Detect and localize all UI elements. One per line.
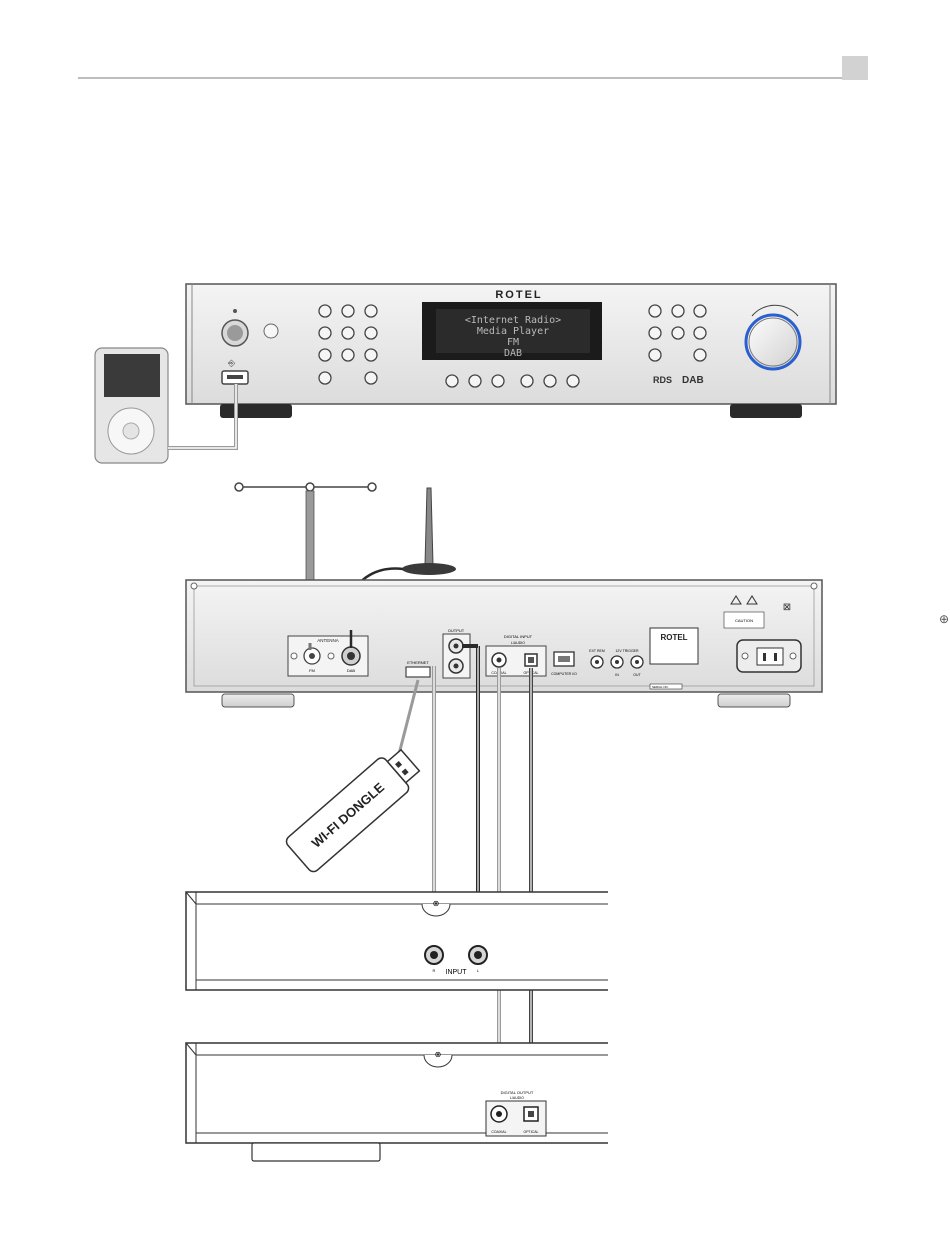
- caution-label: CAUTION: [735, 618, 753, 623]
- weee-bin-icon: ⊠: [783, 602, 791, 613]
- dac-digital-output-label: DIGITAL OUTPUT: [501, 1090, 534, 1095]
- amp-badge-icon: ⊗: [433, 899, 440, 908]
- digital-input-label: DIGITAL INPUT: [504, 634, 533, 639]
- volume-knob[interactable]: [746, 315, 800, 369]
- remote-sensor: [264, 324, 278, 338]
- dac-foot: [252, 1143, 380, 1161]
- page-tab: [842, 56, 868, 80]
- ipod-screen: [104, 354, 160, 397]
- rear-brand: ROTEL: [660, 633, 687, 642]
- dac-optical-label: OPTICAL: [524, 1130, 539, 1134]
- margin-registration-icon: ⊕: [939, 612, 949, 626]
- serial-label: SERIAL NO.: [652, 685, 669, 689]
- usb-icon: ⎆: [228, 358, 236, 368]
- dac-badge-icon: ⊗: [435, 1050, 442, 1059]
- front-foot-left: [220, 404, 292, 418]
- digital-input-sub: L/AUDIO: [511, 641, 525, 645]
- digital-receiver-rear: ⊗ DIGITAL OUTPUT L/AUDIO COAXIAL OPTICAL: [186, 1043, 608, 1161]
- trigger-out-label: OUT: [633, 673, 641, 677]
- amplifier-rear: ⊗ R L INPUT: [186, 892, 608, 990]
- output-label: OUTPUT: [448, 628, 465, 633]
- rds-logo: RDS: [653, 375, 672, 385]
- rear-panel: ANTENNA FM DAB ETHERNET OUTPUT DIGITAL I…: [186, 580, 822, 707]
- antenna-fm-label: FM: [309, 668, 315, 673]
- antenna-dab-label: DAB: [347, 668, 356, 673]
- standby-led: [233, 309, 237, 313]
- front-foot-right: [730, 404, 802, 418]
- trigger-in-label: IN: [615, 673, 619, 677]
- ethernet-port[interactable]: [406, 667, 430, 677]
- antenna-label: ANTENNA: [317, 638, 339, 643]
- amp-r-label: R: [433, 968, 436, 973]
- computer-label: COMPUTER I/O: [551, 672, 577, 676]
- dac-coaxial-label: COAXIAL: [491, 1130, 506, 1134]
- ethernet-label: ETHERNET: [407, 660, 429, 665]
- display-line-2: Media Player: [477, 326, 549, 337]
- wifi-dongle: WI-FI DONGLE: [284, 744, 425, 874]
- front-brand: ROTEL: [495, 289, 542, 301]
- dab-logo: DAB: [682, 375, 704, 386]
- amp-input-label: INPUT: [446, 969, 468, 976]
- trigger-label: 12V TRIGGER: [615, 649, 639, 653]
- ext-rem-label: EXT REM: [589, 649, 605, 653]
- ipod-device: [95, 348, 168, 463]
- display-line-4: DAB: [504, 348, 522, 359]
- rear-foot-left: [222, 694, 294, 707]
- dac-digital-output-sub: L/AUDIO: [510, 1096, 524, 1100]
- rear-foot-right: [718, 694, 790, 707]
- display-line-1: <Internet Radio>: [465, 315, 561, 326]
- display-line-3: FM: [507, 337, 519, 348]
- front-panel: ⎆ ROTEL <Internet Radio> Media Player FM…: [186, 284, 836, 418]
